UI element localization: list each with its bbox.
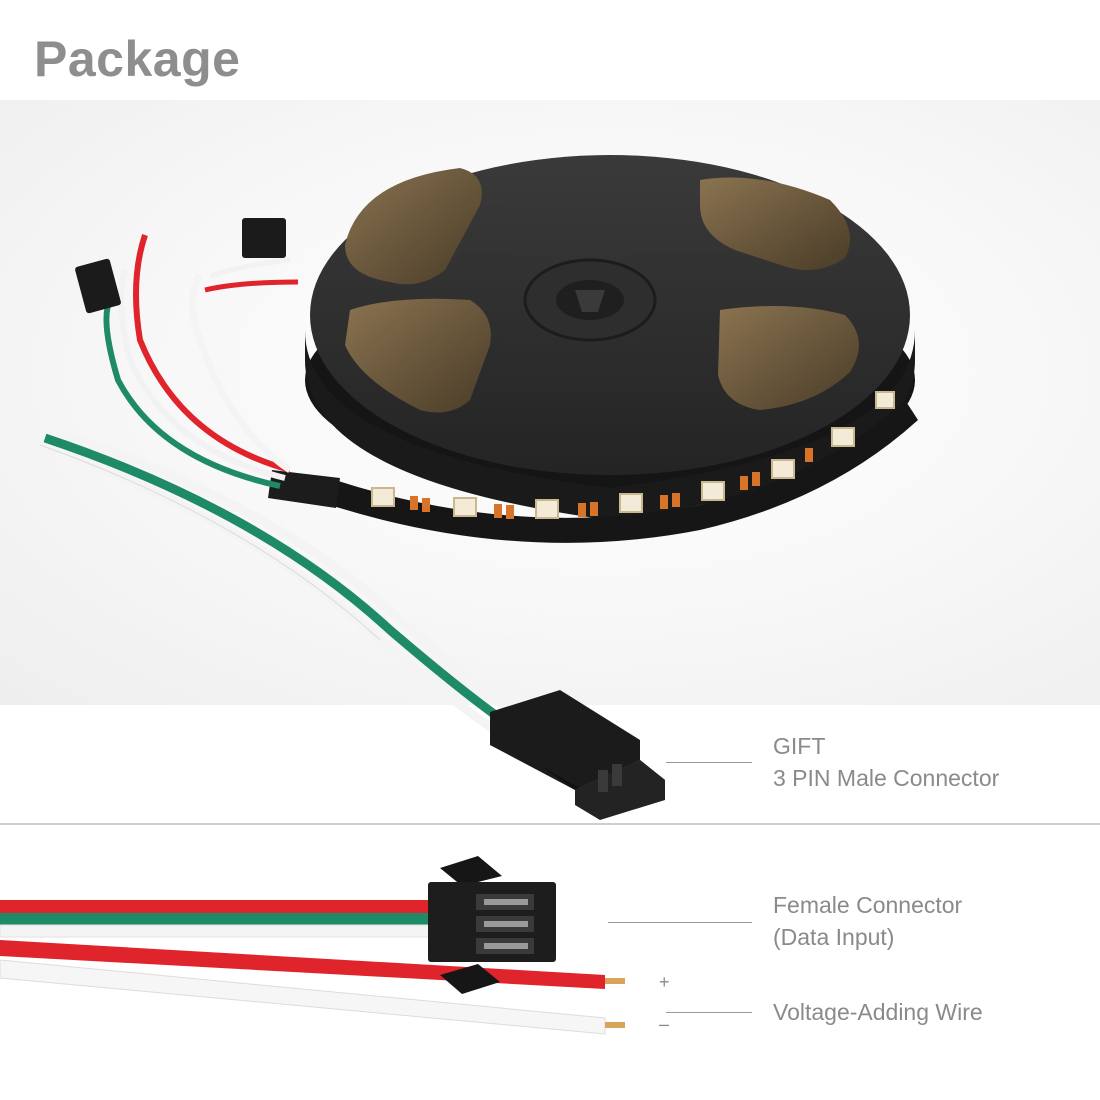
small-male-connector (75, 258, 121, 314)
reel-window (700, 177, 850, 271)
voltage-leader-line (666, 1012, 752, 1013)
gift-label: GIFT 3 PIN Male Connector (773, 730, 999, 794)
led-strip (268, 391, 918, 543)
reel-top-connector (242, 218, 286, 258)
reel-lead-wires (75, 218, 299, 489)
reel-window (345, 168, 482, 285)
reel-body (305, 155, 915, 520)
package-heading: Package (34, 31, 241, 87)
gift-label-line2: 3 PIN Male Connector (773, 765, 1000, 791)
female-label-line2: (Data Input) (773, 924, 895, 950)
voltage-wire-label: Voltage-Adding Wire (773, 999, 983, 1025)
female-label-line1: Female Connector (773, 892, 963, 918)
plus-sign: + (659, 972, 670, 992)
red-wire (0, 900, 440, 913)
voltage-white-wire (0, 959, 606, 1035)
gift-connector-wires (38, 425, 518, 734)
section-divider (0, 823, 1100, 825)
gift-label-line1: GIFT (773, 733, 826, 759)
female-connector-label: Female Connector (Data Input) (773, 889, 962, 953)
led-chip (371, 487, 395, 507)
minus-sign: – (659, 1014, 670, 1034)
led-chip (771, 459, 795, 479)
gift-leader-line (666, 762, 752, 763)
led-chip (701, 481, 725, 501)
led-chip (535, 499, 559, 519)
gift-male-connector (490, 690, 665, 820)
green-wire (0, 913, 440, 925)
led-chip (831, 427, 855, 447)
reel-window (345, 298, 491, 413)
reel-window (718, 306, 859, 410)
led-chip (619, 493, 643, 513)
white-wire (0, 924, 441, 938)
led-chip (875, 391, 895, 409)
led-chip (453, 497, 477, 517)
female-connector (428, 856, 556, 994)
female-leader-line (608, 922, 752, 923)
